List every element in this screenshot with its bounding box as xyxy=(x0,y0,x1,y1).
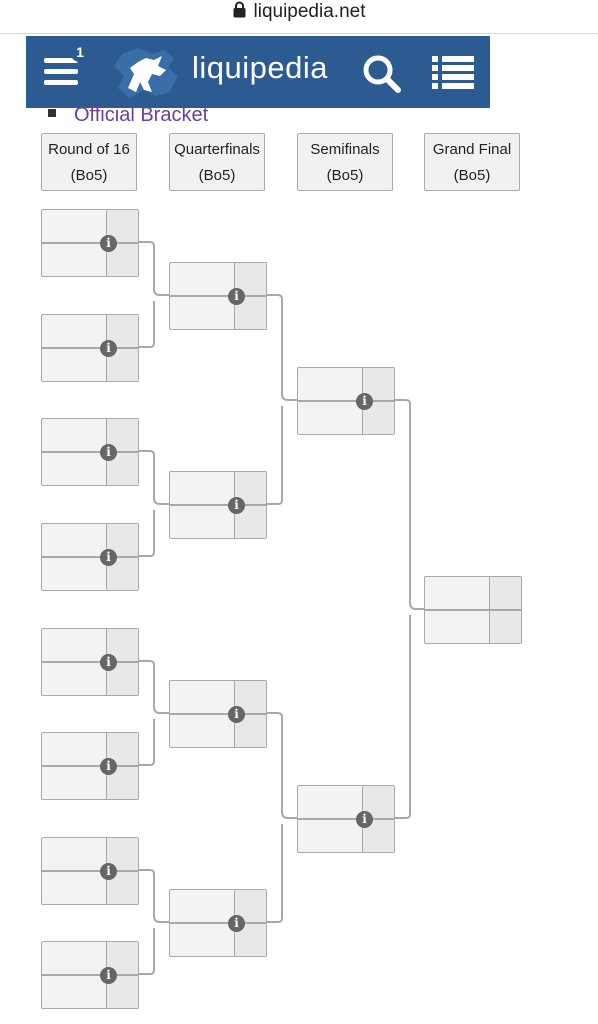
match-info-icon[interactable]: i xyxy=(228,288,245,305)
match-sf-1[interactable]: i xyxy=(297,367,395,435)
bracket-connector-line xyxy=(139,241,169,348)
match-info-icon[interactable]: i xyxy=(100,654,117,671)
notification-badge: 1 xyxy=(70,42,90,62)
browser-url-bar[interactable]: liquipedia.net xyxy=(0,0,598,34)
bracket-connector-line xyxy=(395,399,424,819)
match-divider xyxy=(42,347,138,349)
bracket-connector-line xyxy=(267,712,297,923)
match-info-icon[interactable]: i xyxy=(228,706,245,723)
match-divider xyxy=(425,609,521,611)
match-info-icon[interactable]: i xyxy=(100,235,117,252)
table-of-contents-icon[interactable] xyxy=(432,56,474,90)
match-divider xyxy=(298,818,394,820)
round-header-grand-final: Grand Final(Bo5) xyxy=(424,133,520,191)
match-qf-3[interactable]: i xyxy=(169,680,267,748)
match-sf-2[interactable]: i xyxy=(297,785,395,853)
match-r16-3[interactable]: i xyxy=(41,418,139,486)
round-header-semifinals: Semifinals(Bo5) xyxy=(297,133,393,191)
match-info-icon[interactable]: i xyxy=(356,393,373,410)
match-divider xyxy=(42,556,138,558)
match-info-icon[interactable]: i xyxy=(228,915,245,932)
match-divider xyxy=(42,870,138,872)
round-header-quarterfinals: Quarterfinals(Bo5) xyxy=(169,133,265,191)
match-info-icon[interactable]: i xyxy=(100,967,117,984)
match-divider xyxy=(42,451,138,453)
match-divider xyxy=(170,922,266,924)
search-icon[interactable] xyxy=(362,54,402,94)
match-divider xyxy=(170,713,266,715)
match-info-icon[interactable]: i xyxy=(100,758,117,775)
list-bullet xyxy=(48,109,56,117)
match-r16-7[interactable]: i xyxy=(41,837,139,905)
menu-icon[interactable] xyxy=(44,54,80,88)
lock-icon xyxy=(233,1,246,24)
match-divider xyxy=(170,295,266,297)
match-info-icon[interactable]: i xyxy=(228,497,245,514)
match-r16-8[interactable]: i xyxy=(41,941,139,1009)
match-divider xyxy=(298,400,394,402)
round-header-round-of-16: Round of 16(Bo5) xyxy=(41,133,137,191)
match-divider xyxy=(42,242,138,244)
bracket-connector-line xyxy=(139,450,169,557)
liquipedia-header: 1 liquipedia xyxy=(26,36,490,108)
official-bracket-text: Official Bracket xyxy=(74,104,209,126)
match-divider xyxy=(42,765,138,767)
match-r16-4[interactable]: i xyxy=(41,523,139,591)
match-divider xyxy=(170,504,266,506)
match-gf-1[interactable] xyxy=(424,576,522,644)
bracket-connector-line xyxy=(139,869,169,975)
match-info-icon[interactable]: i xyxy=(356,811,373,828)
match-r16-5[interactable]: i xyxy=(41,628,139,696)
match-qf-2[interactable]: i xyxy=(169,471,267,539)
match-r16-2[interactable]: i xyxy=(41,314,139,382)
match-divider xyxy=(42,661,138,663)
match-info-icon[interactable]: i xyxy=(100,863,117,880)
official-bracket-link[interactable]: Official Bracket xyxy=(48,104,208,128)
bracket-viewport[interactable]: Round of 16(Bo5) Quarterfinals(Bo5) Semi… xyxy=(0,128,522,1024)
url-text: liquipedia.net xyxy=(253,1,366,22)
bracket-connector-line xyxy=(139,660,169,766)
match-info-icon[interactable]: i xyxy=(100,549,117,566)
match-r16-6[interactable]: i xyxy=(41,732,139,800)
match-qf-1[interactable]: i xyxy=(169,262,267,330)
bracket-connector-line xyxy=(267,294,297,505)
liquipedia-logo-icon[interactable] xyxy=(108,46,190,100)
liquipedia-logo-text[interactable]: liquipedia xyxy=(192,50,328,85)
match-info-icon[interactable]: i xyxy=(100,340,117,357)
match-qf-4[interactable]: i xyxy=(169,889,267,957)
match-info-icon[interactable]: i xyxy=(100,444,117,461)
bracket-connectors xyxy=(139,241,424,975)
match-r16-1[interactable]: i xyxy=(41,209,139,277)
match-divider xyxy=(42,974,138,976)
